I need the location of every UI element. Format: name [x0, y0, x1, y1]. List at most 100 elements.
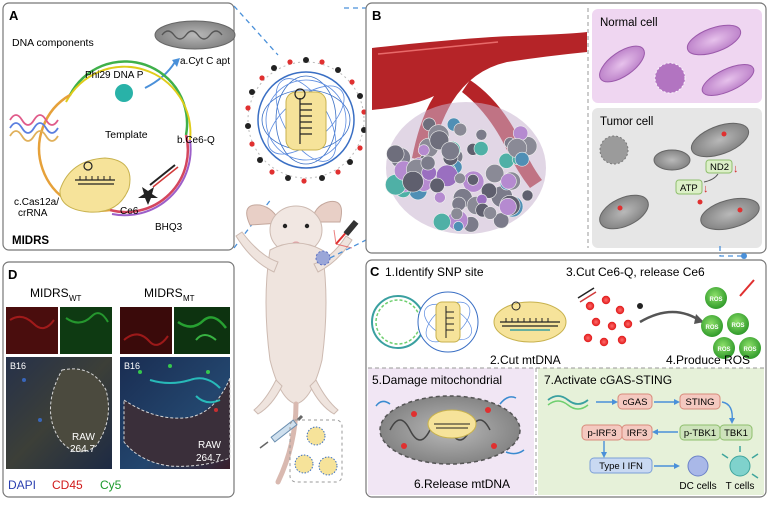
tumor-cell-icon — [514, 151, 530, 167]
crRNA-strands — [9, 114, 59, 142]
panel-c: C 1.Identify SNP site 3.Cut Ce6-Q, relea… — [365, 259, 767, 498]
wt-cy5-tile — [60, 307, 112, 354]
ce6-dot-icon — [591, 317, 601, 327]
irf3-node — [621, 424, 653, 441]
ifn-label: Type I IFN — [599, 461, 643, 472]
tumor-cell-icon — [493, 212, 510, 229]
ros-bubble: ROS — [701, 315, 723, 337]
tbk1-node — [719, 424, 753, 441]
atp-down-arrow: ↓ — [703, 183, 709, 195]
t-cell-icon — [729, 455, 751, 477]
panel-b-letter: B — [372, 8, 381, 23]
midrs-label: MIDRS — [12, 235, 49, 247]
ce6-dot-icon — [599, 337, 609, 347]
ce6-dot-icon — [583, 333, 593, 343]
tumor-cell-icon — [454, 172, 466, 185]
tumor-cell-icon — [453, 221, 464, 232]
mt-b16-label: B16 — [124, 361, 140, 371]
panel-c-letter: C — [370, 264, 380, 279]
tumor-cell-icon — [467, 174, 479, 186]
dc-cells-label: DC cells — [679, 481, 716, 492]
midrs-mt-subscript: MT — [183, 294, 195, 303]
quencher-star-icon — [138, 187, 158, 205]
legend-dapi: DAPI — [8, 478, 36, 492]
ce6-dot-icon — [615, 305, 625, 315]
nd2-box — [705, 159, 733, 174]
ce6-dot-icon — [623, 319, 633, 329]
cas12a-label-line2: crRNA — [18, 208, 48, 219]
svg-text:ROS: ROS — [709, 297, 722, 303]
tumor-mitochondria — [599, 122, 760, 231]
tbk1-label: TBK1 — [724, 428, 748, 439]
midrs-nanoparticle — [247, 61, 365, 179]
aptamer-label: a.Cyt C apt — [180, 56, 230, 67]
aptamer-arrow — [144, 61, 176, 89]
ros-bubble: ROS — [713, 337, 735, 359]
wt-cd45-tile — [6, 307, 58, 354]
irf3-label: IRF3 — [627, 428, 648, 439]
pirf3-label: p-IRF3 — [587, 428, 616, 439]
nd2-down-arrow: ↓ — [733, 163, 739, 175]
tumor-site-icon — [315, 250, 331, 266]
pathway-diagram: cGAS STING p-IRF3 IRF3 p-TBK1 TBK1 Type … — [581, 393, 759, 492]
tumor-cell-icon — [475, 129, 488, 141]
cas12a-cut-icon — [493, 301, 567, 343]
ce6-dot-icon — [617, 335, 627, 345]
nd2-label: ND2 — [710, 162, 729, 173]
step-1-label: 1.Identify SNP site — [385, 265, 484, 279]
tumor-cell-icon — [521, 189, 534, 202]
dc-cell-icon — [687, 455, 709, 477]
tumor-cell-icon — [402, 171, 424, 193]
svg-text:ROS: ROS — [705, 325, 718, 331]
tumor-cell-icon — [480, 182, 497, 199]
nanoparticle-stars — [245, 57, 367, 184]
normal-mitochondria — [599, 24, 755, 96]
step-7-label: 7.Activate cGAS-STING — [544, 373, 672, 387]
step-5-label: 5.Damage mitochondrial — [372, 373, 502, 387]
step-3-label: 3.Cut Ce6-Q, release Ce6 — [566, 265, 705, 279]
wt-b16-label: B16 — [10, 361, 26, 371]
ce6-label: Ce6 — [120, 206, 139, 217]
tumor-cell-icon — [485, 164, 505, 184]
panel-a-letter: A — [9, 8, 19, 23]
ros-bubble: ROS — [727, 313, 749, 335]
tumor-cell-icon — [440, 141, 460, 161]
panel-a: A DNA components a.Cyt C apt Phi29 DNA P… — [2, 2, 236, 251]
wt-raw-label-line2: 264.7 — [70, 444, 95, 455]
panel-d-letter: D — [8, 267, 17, 282]
wt-raw-label-line1: RAW — [72, 432, 96, 443]
tumor-cell-icon — [499, 198, 517, 216]
injected-particles — [289, 419, 343, 483]
svg-text:ROS: ROS — [743, 347, 756, 353]
atp-label: ATP — [680, 183, 698, 194]
mitochondrion-icon — [154, 20, 236, 50]
svg-text:ROS: ROS — [717, 347, 730, 353]
wt-raw-region — [50, 368, 109, 453]
sting-label: STING — [685, 397, 714, 408]
step-2-label: 2.Cut mtDNA — [490, 353, 561, 367]
cas12a-icon — [59, 157, 131, 213]
tumor-cell-icon — [386, 144, 405, 163]
mt-raw-label-line2: 264.7 — [196, 453, 221, 464]
tumor-cell-icon — [417, 144, 430, 156]
tumor-cell-icon — [483, 206, 497, 220]
tumor-cell-icon — [453, 122, 467, 137]
tumor-cell-icon — [473, 141, 489, 156]
step-6-label: 6.Release mtDNA — [414, 477, 510, 491]
step-4-label: 4.Produce ROS — [666, 353, 750, 367]
mt-cy5-tile — [174, 307, 230, 354]
dna-fragment-icon — [547, 395, 589, 405]
ce6-dot-icon — [601, 295, 611, 305]
polymerase-label: Phi29 DNA P — [85, 70, 144, 81]
panel-b: B Normal cell Tumor cell — [365, 2, 767, 254]
sting-node — [679, 393, 721, 410]
midrs-mt-label: MIDRS — [144, 286, 183, 300]
tumor-mass — [385, 102, 546, 234]
midrs-wt-label: MIDRS — [30, 286, 69, 300]
template-label: Template — [105, 129, 148, 141]
tumor-cell-icon — [429, 177, 445, 193]
normal-cell-label: Normal cell — [600, 17, 658, 29]
legend-cy5: Cy5 — [100, 478, 122, 492]
laser-icon — [333, 219, 359, 249]
